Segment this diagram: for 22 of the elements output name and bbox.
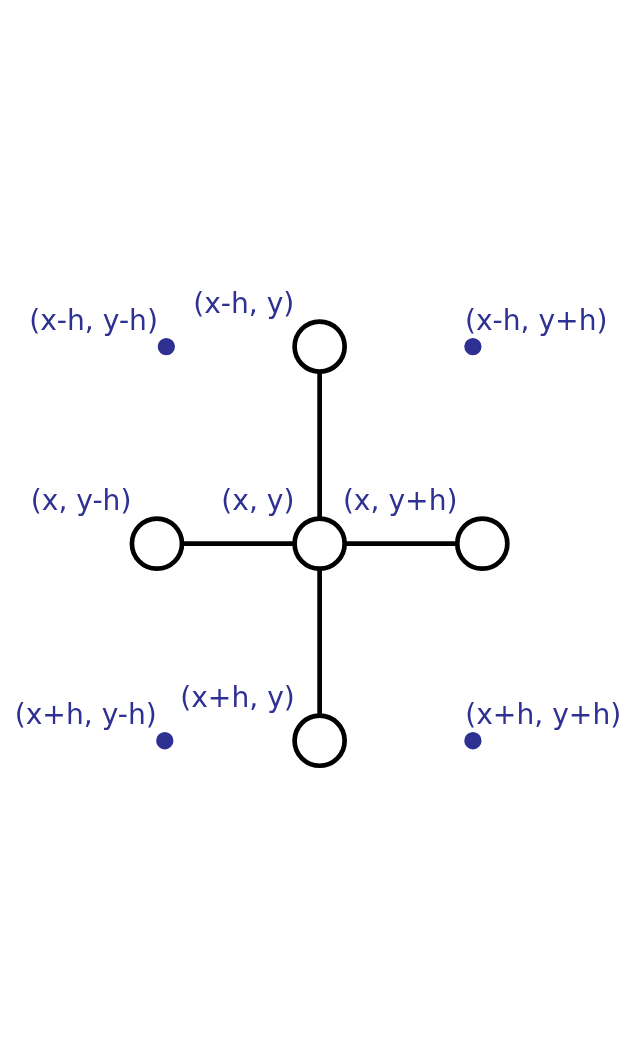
- node-dot: [464, 731, 482, 749]
- node-circle: [292, 712, 347, 768]
- node-label: (x, y+h): [342, 483, 458, 517]
- node-dot: [464, 337, 482, 355]
- connector: [317, 568, 322, 715]
- connector: [317, 371, 322, 518]
- node-label: (x-h, y+h): [464, 303, 608, 337]
- node-circle: [292, 515, 347, 571]
- node-label: (x, y-h): [30, 483, 132, 517]
- node-circle: [454, 515, 510, 571]
- node-label: (x-h, y): [193, 286, 295, 320]
- node-label: (x+h, y): [180, 680, 295, 714]
- node-dot: [157, 337, 175, 355]
- node-label: (x+h, y+h): [465, 697, 622, 731]
- node-circle: [129, 515, 185, 571]
- node-dot: [156, 731, 174, 749]
- node-circle: [292, 318, 347, 374]
- node-label: (x-h, y-h): [29, 303, 158, 337]
- node-label: (x, y): [221, 483, 295, 517]
- connector: [345, 540, 458, 546]
- connector: [182, 540, 295, 546]
- node-label: (x+h, y-h): [14, 697, 157, 731]
